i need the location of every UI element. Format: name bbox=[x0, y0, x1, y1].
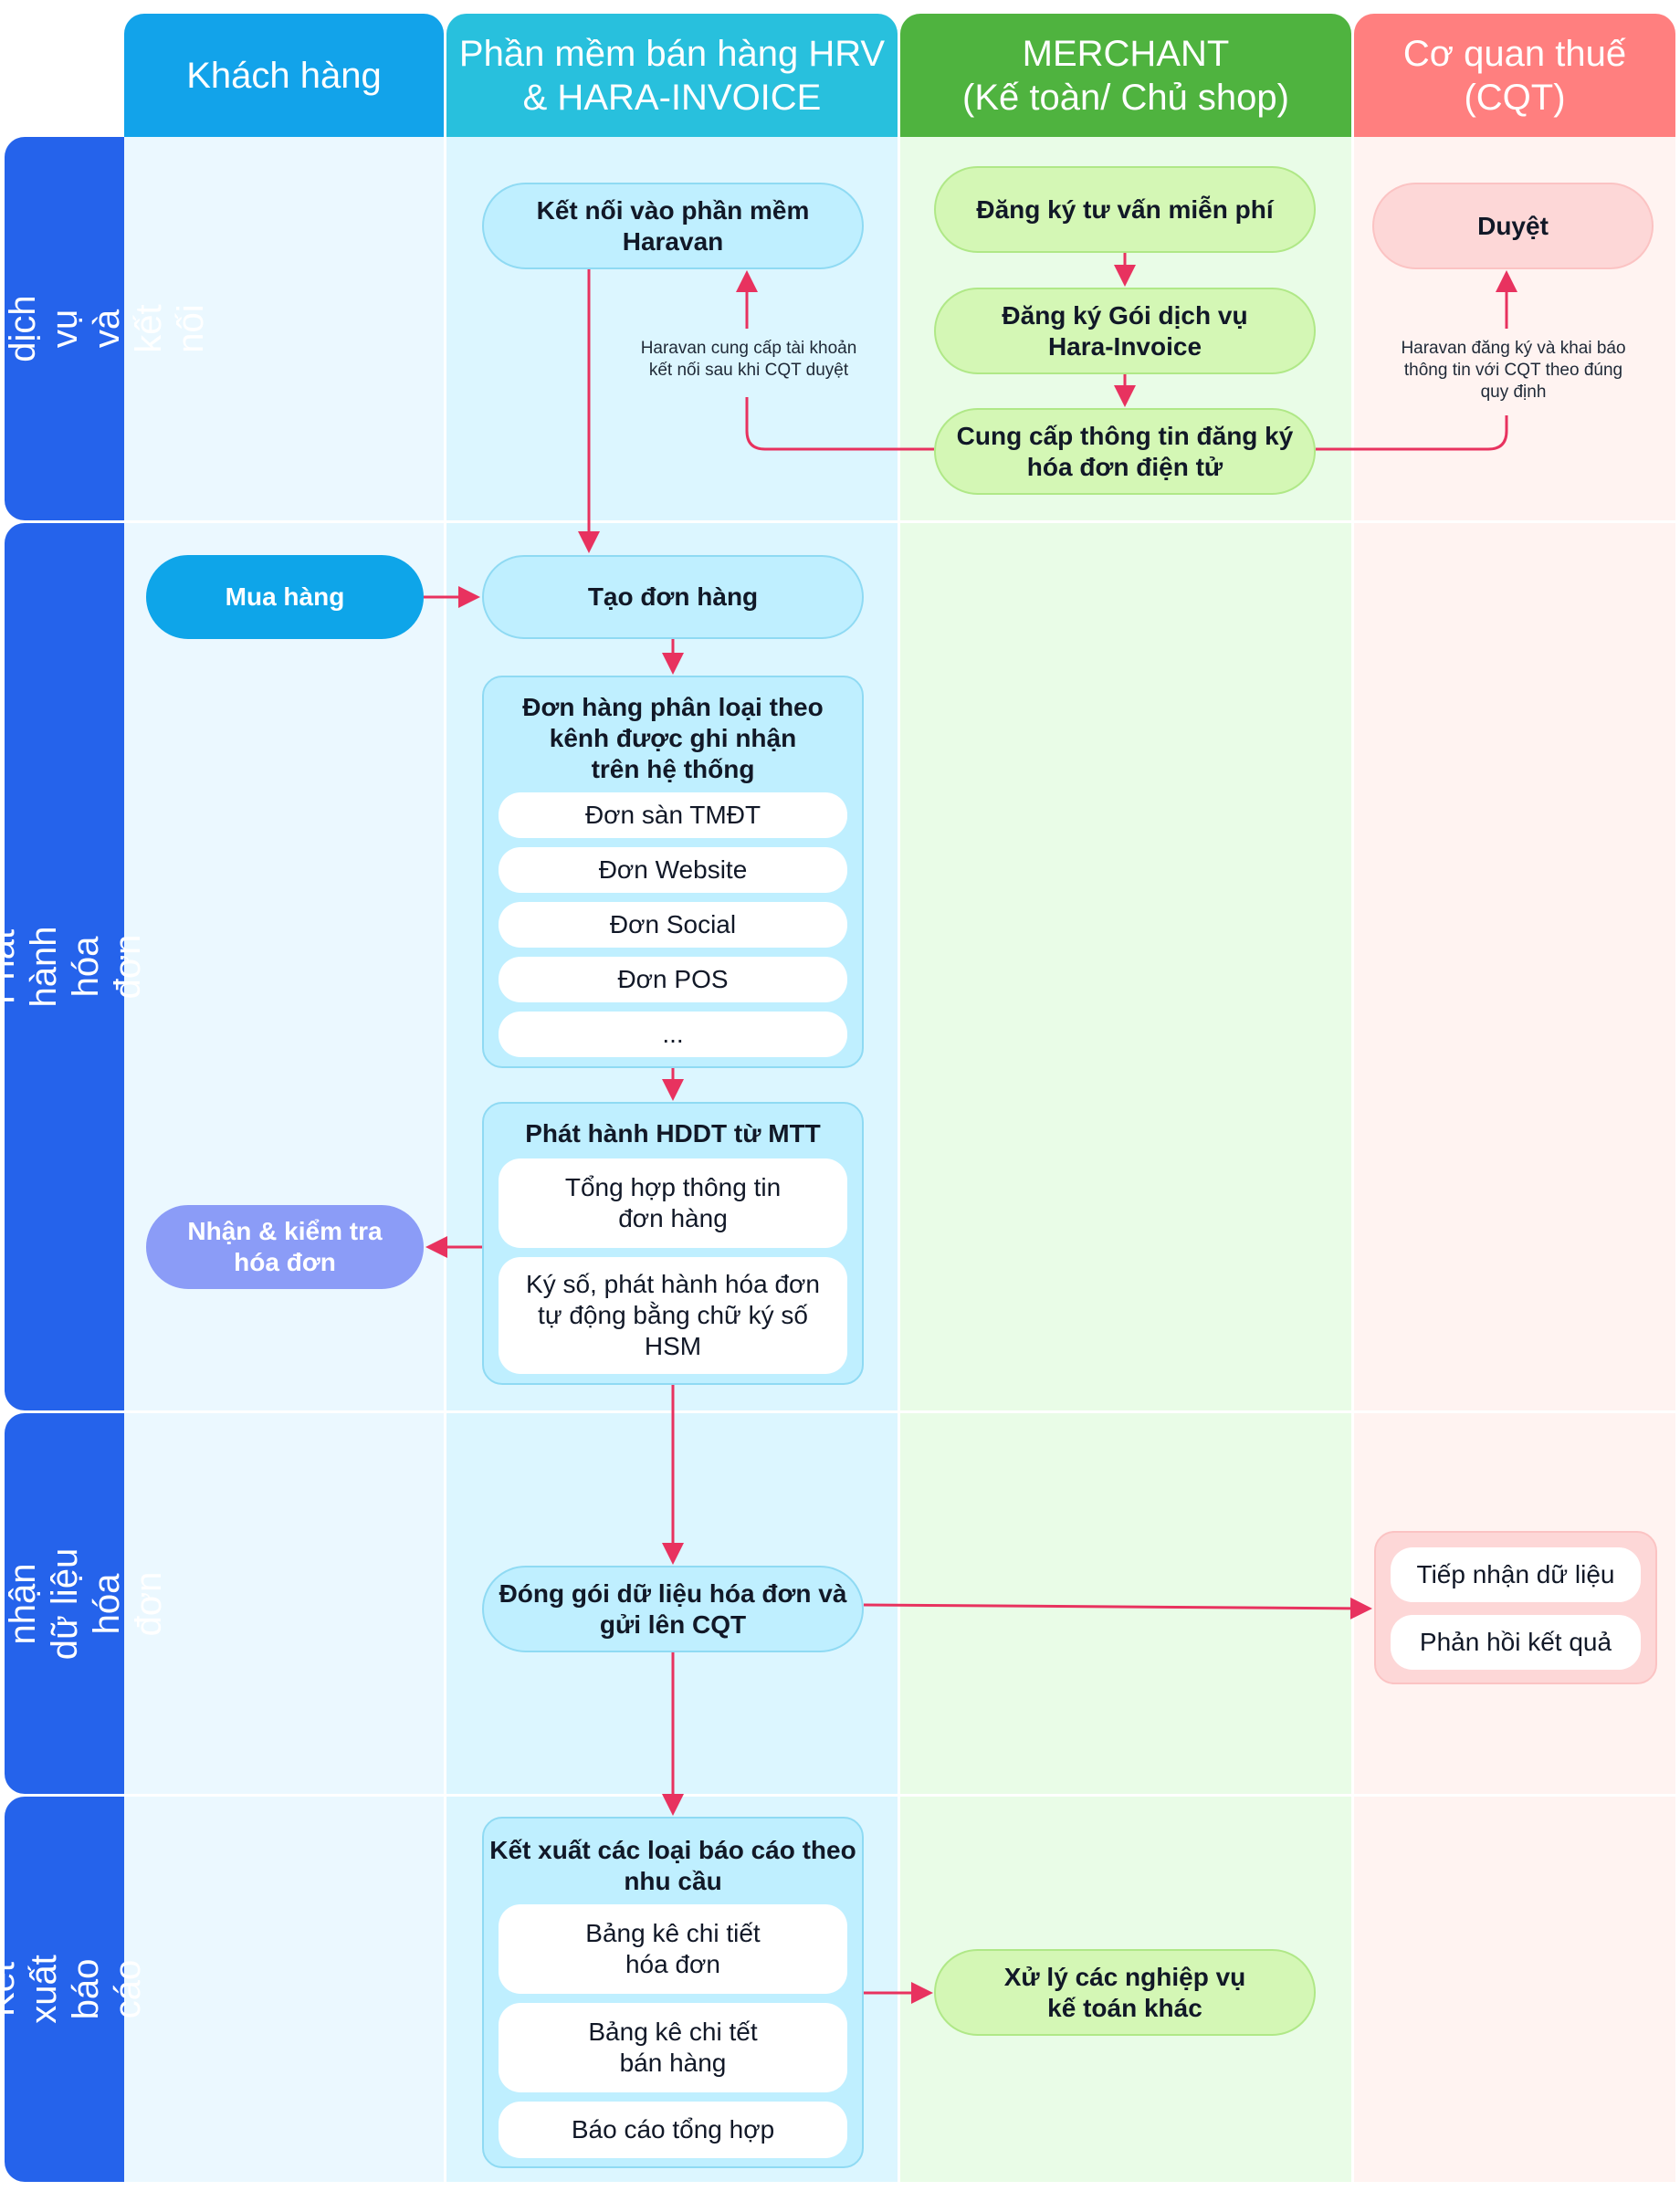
node-dang-ky-tu-van: Đăng ký tư vấn miễn phí bbox=[934, 166, 1316, 253]
note-text: Haravan đăng ký và khai báo thông tin vớ… bbox=[1401, 339, 1626, 402]
node-mua-hang: Mua hàng bbox=[146, 555, 424, 639]
list-item-more: ... bbox=[499, 1012, 847, 1057]
group-title: Đơn hàng phân loại theo kênh được ghi nh… bbox=[522, 693, 824, 783]
group-title: Kết xuất các loại báo cáo theo nhu cầu bbox=[489, 1836, 856, 1895]
node-label: Mua hàng bbox=[225, 582, 345, 611]
list-item-don-pos: Đơn POS bbox=[499, 957, 847, 1002]
node-label: Tạo đơn hàng bbox=[587, 582, 759, 611]
arrow-cung-cap-to-ket-noi bbox=[745, 397, 934, 451]
node-label: Đăng ký Gói dịch vụ Hara-Invoice bbox=[1002, 300, 1248, 361]
node-nhan-kiem-tra: Nhận & kiểm tra hóa đơn bbox=[146, 1205, 424, 1289]
list-item-tong-hop: Tổng hợp thông tin đơn hàng bbox=[499, 1158, 847, 1248]
group-phat-hanh: Phát hành HDDT từ MTT Tổng hợp thông tin… bbox=[482, 1102, 864, 1385]
list-item-ky-so: Ký số, phát hành hóa đơn tự động bằng ch… bbox=[499, 1257, 847, 1374]
row-header-dang-ky: Đăng ký dịch vụ và kết nối bbox=[0, 137, 211, 520]
list-item-bang-ke-ban-hang: Bảng kê chi tết bán hàng bbox=[499, 2003, 847, 2092]
node-label: Xử lý các nghiệp vụ kế toán khác bbox=[1003, 1962, 1246, 2022]
list-item-don-social: Đơn Social bbox=[499, 902, 847, 948]
arrow-dong-goi-to-cqt bbox=[863, 1597, 1372, 1620]
row-header-ket-xuat: Kết xuất báo cáo bbox=[0, 1797, 148, 2182]
row-divider bbox=[124, 1794, 1676, 1797]
node-dang-ky-goi: Đăng ký Gói dịch vụ Hara-Invoice bbox=[934, 288, 1316, 374]
node-tao-don: Tạo đơn hàng bbox=[482, 555, 864, 639]
column-label: Khách hàng bbox=[186, 55, 382, 96]
node-label: Nhận & kiểm tra hóa đơn bbox=[187, 1217, 383, 1276]
list-item-bao-cao-tong-hop: Báo cáo tổng hợp bbox=[499, 2102, 847, 2158]
column-header-khach-hang: Khách hàng bbox=[124, 14, 444, 137]
node-xu-ly: Xử lý các nghiệp vụ kế toán khác bbox=[934, 1949, 1316, 2036]
row-divider bbox=[124, 520, 1676, 523]
node-label: Đóng gói dữ liệu hóa đơn và gửi lên CQT bbox=[499, 1578, 847, 1639]
node-label: Cung cấp thông tin đăng ký hóa đơn điện … bbox=[956, 421, 1294, 481]
row-divider bbox=[124, 1410, 1676, 1413]
column-header-cqt: Cơ quan thuế (CQT) bbox=[1354, 14, 1675, 137]
group-phan-loai: Đơn hàng phân loại theo kênh được ghi nh… bbox=[482, 676, 864, 1068]
column-label: MERCHANT (Kế toàn/ Chủ shop) bbox=[962, 33, 1289, 118]
column-header-merchant: MERCHANT (Kế toàn/ Chủ shop) bbox=[900, 14, 1351, 137]
list-item-don-san: Đơn sàn TMĐT bbox=[499, 792, 847, 838]
node-cung-cap: Cung cấp thông tin đăng ký hóa đơn điện … bbox=[934, 408, 1316, 495]
group-cqt: Tiếp nhận dữ liệu Phản hồi kết quả bbox=[1374, 1531, 1657, 1684]
row-header-truyen-nhan: Truyền nhận dữ liệu hóa đơn bbox=[0, 1413, 169, 1794]
node-label: Đăng ký tư vấn miễn phí bbox=[976, 194, 1274, 224]
node-label: Kết nối vào phần mềm Haravan bbox=[536, 195, 810, 256]
list-item-don-website: Đơn Website bbox=[499, 847, 847, 893]
column-label: Cơ quan thuế (CQT) bbox=[1402, 33, 1627, 118]
row-header-phat-hanh: Phát hành hóa đơn bbox=[0, 523, 148, 1410]
list-item-phan-hoi: Phản hồi kết quả bbox=[1391, 1615, 1641, 1670]
note-haravan-cung-cap: Haravan cung cấp tài khoản kết nối sau k… bbox=[621, 338, 877, 382]
lane-cqt bbox=[1354, 137, 1675, 2182]
note-text: Haravan cung cấp tài khoản kết nối sau k… bbox=[640, 339, 857, 380]
node-ket-noi: Kết nối vào phần mềm Haravan bbox=[482, 183, 864, 269]
column-header-phan-mem: Phần mềm bán hàng HRV & HARA-INVOICE bbox=[446, 14, 898, 137]
column-label: Phần mềm bán hàng HRV & HARA-INVOICE bbox=[458, 33, 886, 118]
node-duyet: Duyệt bbox=[1372, 183, 1654, 269]
arrow-cung-cap-to-duyet bbox=[1316, 415, 1508, 451]
group-title: Phát hành HDDT từ MTT bbox=[525, 1119, 821, 1148]
list-item-bang-ke-hoa-don: Bảng kê chi tiết hóa đơn bbox=[499, 1904, 847, 1994]
lane-khach-hang bbox=[124, 137, 444, 2182]
list-item-tiep-nhan: Tiếp nhận dữ liệu bbox=[1391, 1547, 1641, 1602]
note-haravan-dang-ky: Haravan đăng ký và khai báo thông tin vớ… bbox=[1379, 338, 1648, 404]
node-label: Duyệt bbox=[1477, 211, 1549, 240]
group-ket-xuat: Kết xuất các loại báo cáo theo nhu cầu B… bbox=[482, 1817, 864, 2168]
node-dong-goi: Đóng gói dữ liệu hóa đơn và gửi lên CQT bbox=[482, 1566, 864, 1652]
